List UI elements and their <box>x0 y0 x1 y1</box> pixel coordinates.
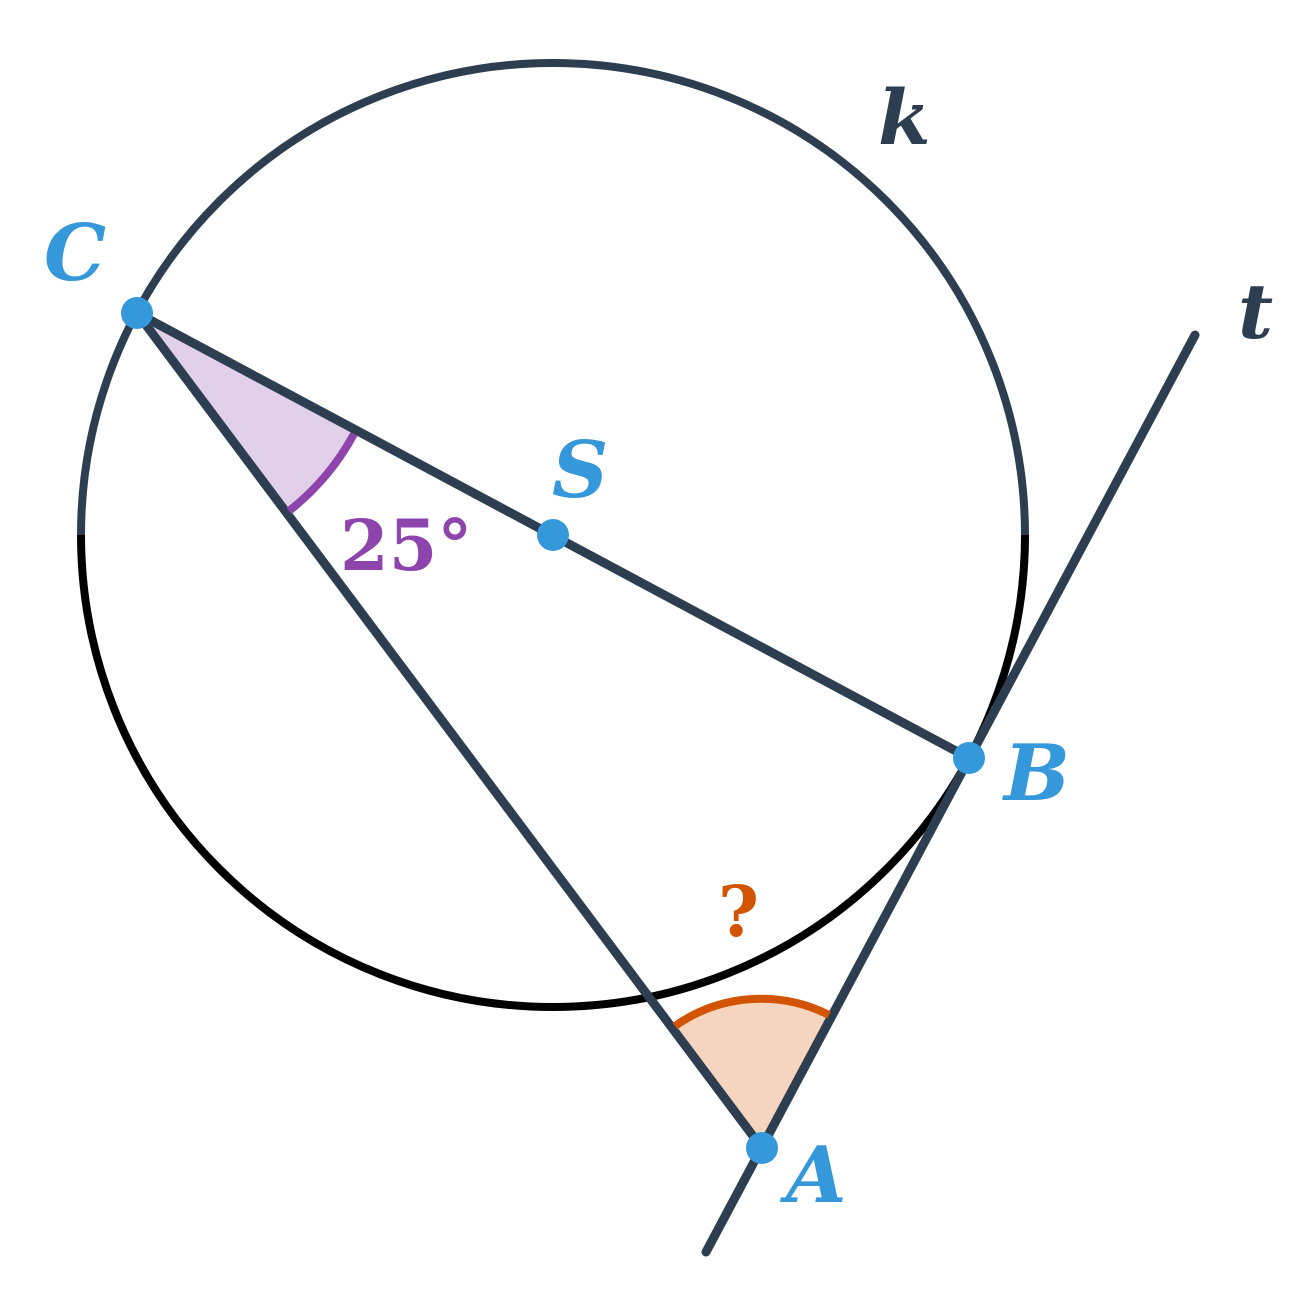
angle-a-arc <box>672 994 831 1030</box>
angle-c-sector <box>137 313 354 511</box>
label-k: k <box>878 73 931 162</box>
angle-c-arc <box>286 432 358 515</box>
point-c <box>121 297 153 329</box>
label-b: B <box>1002 728 1070 819</box>
angle-a-sector <box>675 998 829 1148</box>
label-a: A <box>779 1130 847 1221</box>
tangent-line-t <box>701 330 1200 1257</box>
angle-a-value: ? <box>718 870 759 953</box>
label-c: C <box>44 208 106 299</box>
point-s <box>537 519 569 551</box>
point-a <box>746 1132 778 1164</box>
angle-c-value: 25° <box>340 504 472 587</box>
label-t: t <box>1238 267 1273 356</box>
segment-ca <box>132 308 767 1153</box>
point-b <box>953 742 985 774</box>
label-s: S <box>552 425 608 516</box>
circle-k-lower-arc <box>77 534 1029 1011</box>
